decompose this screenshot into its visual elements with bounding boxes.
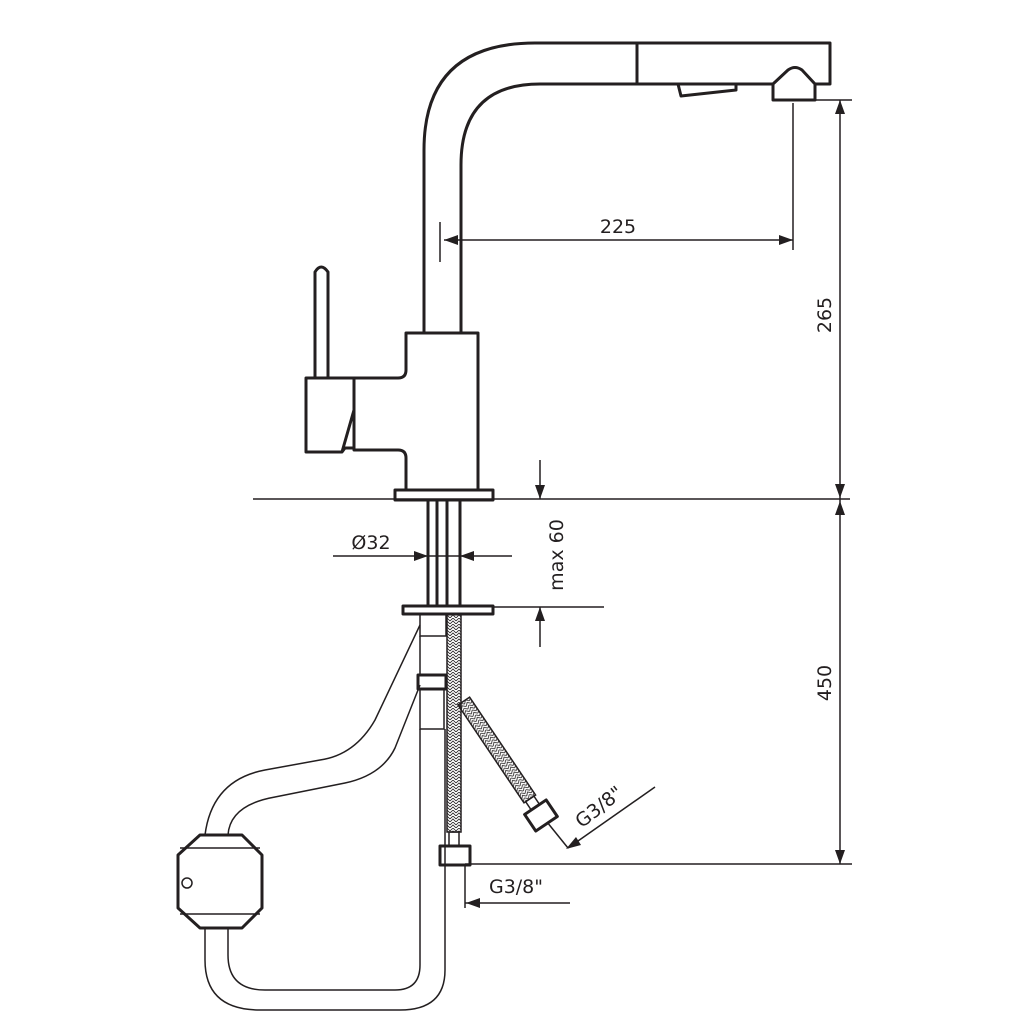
faucet-body [304,265,495,502]
weight-screw-icon [181,877,193,889]
thread-callout-angled: G3/8" [546,782,656,849]
dimension-label-diameter: Ø32 [351,532,390,554]
dimension-label-265: 265 [814,297,836,333]
thread-callout-straight: G3/8" [464,864,570,908]
supply-hoses [438,613,559,867]
mounting-plate [401,604,495,616]
handle-block [304,376,356,454]
supply-nut-angled [523,798,559,833]
thread-label-straight: G3/8" [489,876,543,898]
pull-out-hose [176,613,448,1011]
spout-aerator-lever [676,82,738,98]
supply-nut-straight [438,844,472,867]
dimension-label-225: 225 [600,216,636,238]
dimension-225: 225 [439,103,794,262]
lever [313,265,330,378]
base-plate [393,488,495,502]
spray-head [771,66,817,102]
dimension-diameter-32: Ø32 [333,532,512,561]
thread-label-angled: G3/8" [571,782,627,833]
dimension-label-450: 450 [814,665,836,701]
hose-weight [176,833,264,930]
dimension-max-60: max 60 [493,460,604,647]
spout [422,41,832,333]
dimension-label-max-60: max 60 [546,519,568,591]
dimension-height: 265 450 [465,99,852,865]
